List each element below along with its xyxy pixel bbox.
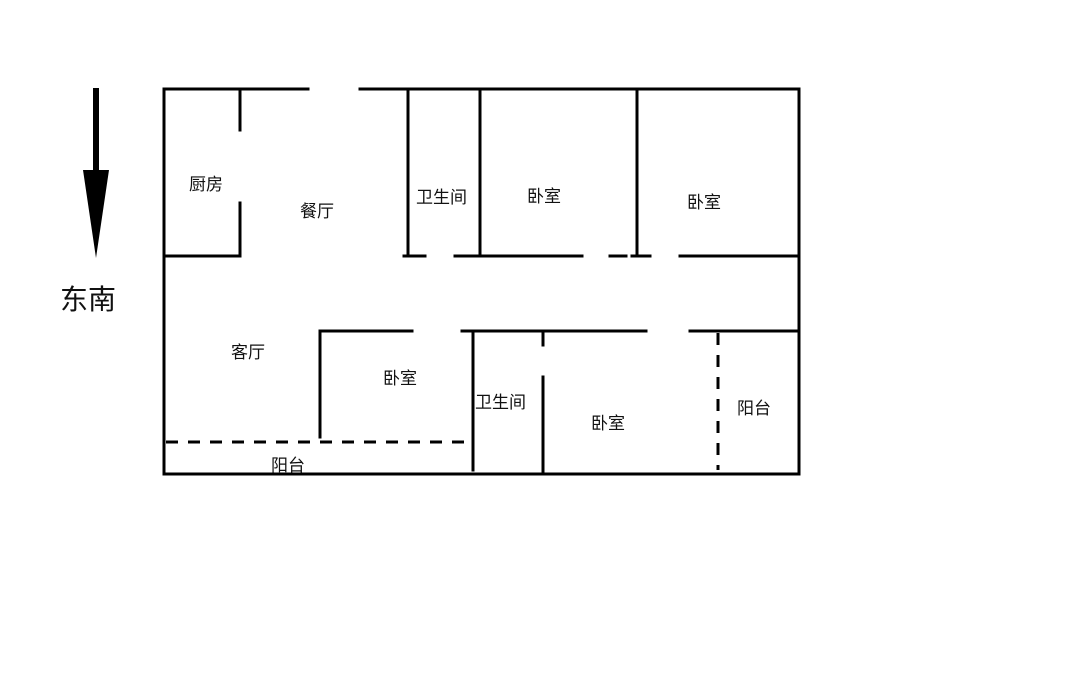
room-label-dining: 餐厅 (300, 202, 334, 222)
room-label-bathroom-top: 卫生间 (416, 188, 467, 208)
room-label-kitchen: 厨房 (189, 175, 223, 195)
direction-label: 东南 (60, 283, 116, 316)
room-label-bedroom-top-2: 卧室 (687, 193, 721, 213)
room-label-bedroom-top-1: 卧室 (527, 187, 561, 207)
room-label-bedroom-bottom: 卧室 (591, 414, 625, 434)
room-label-bathroom-bottom: 卫生间 (475, 393, 526, 413)
direction-arrow-icon (83, 88, 109, 258)
balcony-boundaries (166, 333, 720, 470)
room-label-balcony-bottom: 阳台 (271, 456, 305, 476)
room-label-balcony-right: 阳台 (737, 399, 771, 419)
room-label-bedroom-mid: 卧室 (383, 369, 417, 389)
outer-walls (162, 87, 801, 476)
room-label-living: 客厅 (231, 343, 265, 363)
interior-walls (162, 87, 801, 476)
